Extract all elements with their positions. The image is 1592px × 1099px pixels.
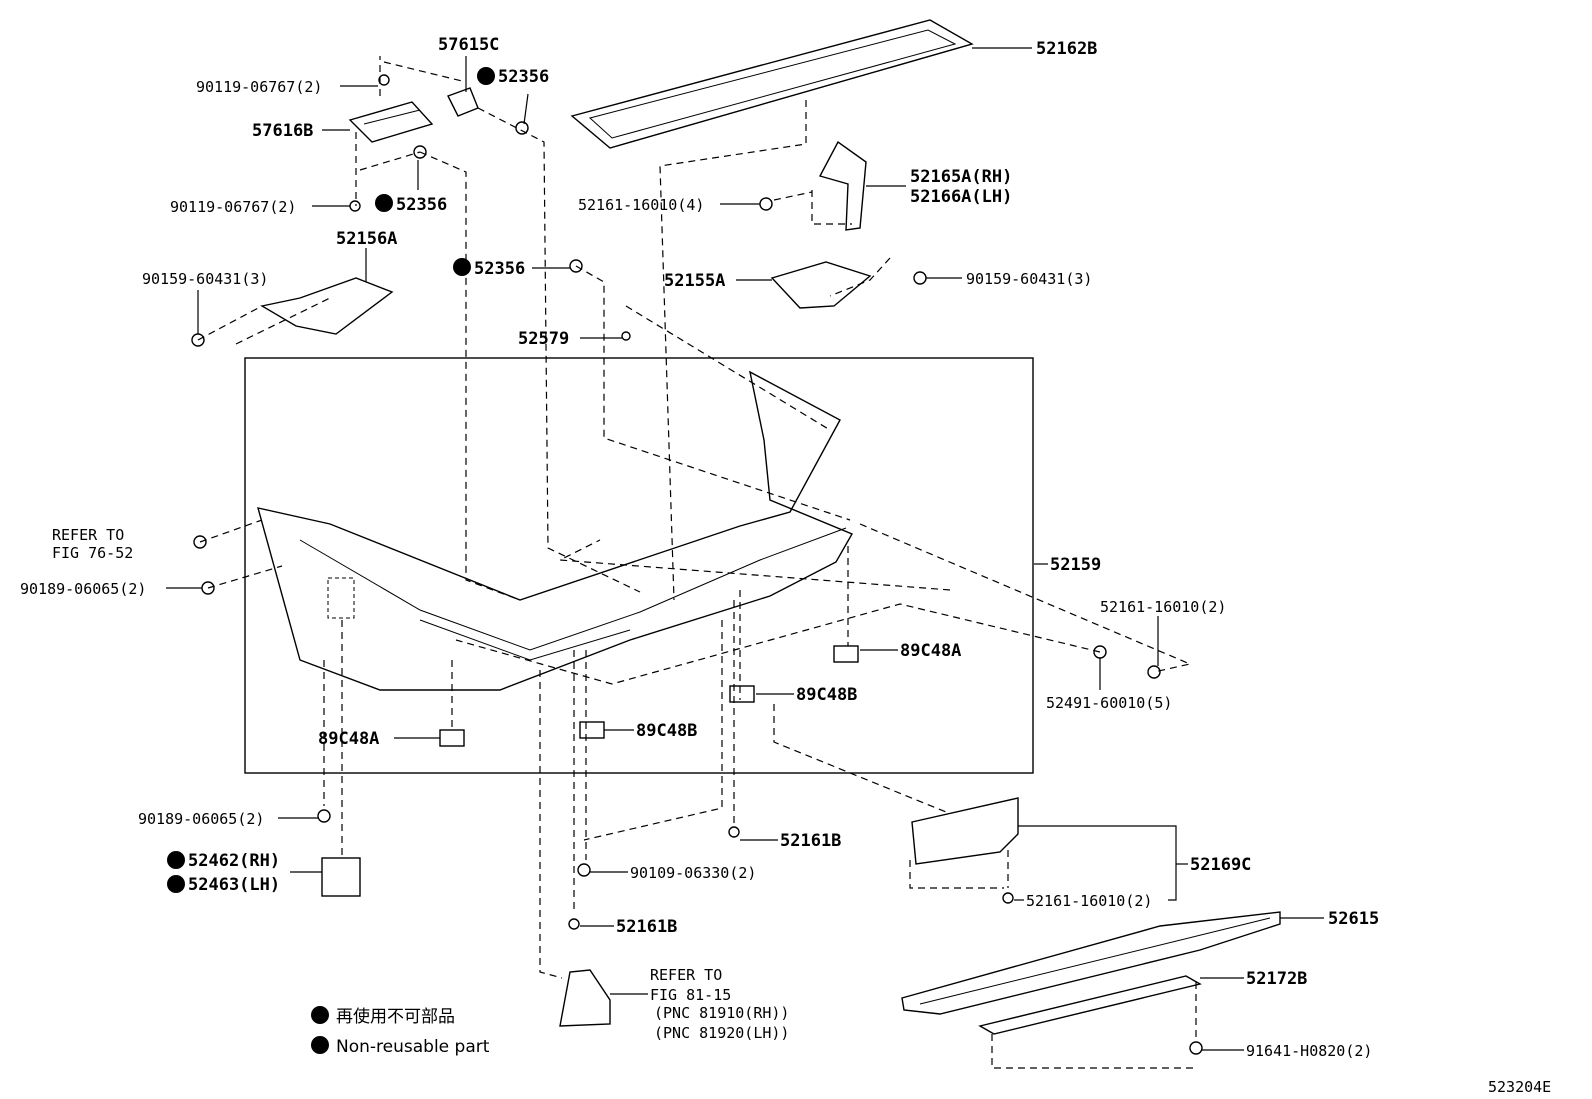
label-52161-b: 52161-16010(2): [1100, 598, 1226, 616]
label-52162B: 52162B: [1036, 39, 1097, 59]
label-52161B-a: 52161B: [780, 831, 841, 851]
label-52155A: 52155A: [664, 271, 725, 291]
label-52462: 52462(RH): [188, 851, 280, 871]
legend-non-reusable-jp: 再使用不可部品: [336, 1006, 455, 1027]
label-refer-fig76-line2: FIG 76-52: [52, 544, 133, 562]
label-52491: 52491-60010(5): [1046, 694, 1172, 712]
label-52165A: 52165A(RH): [910, 167, 1012, 187]
label-52166A: 52166A(LH): [910, 187, 1012, 207]
fasteners: [191, 74, 1203, 1055]
label-refer-fig76-line1: REFER TO: [52, 526, 124, 544]
label-57615C: 57615C: [438, 35, 499, 55]
reflector-52169C: [911, 797, 1019, 865]
reinforcement-52615: [901, 911, 1281, 1015]
label-52356-a: 52356: [498, 67, 549, 87]
bumper-cover-52159: [257, 370, 854, 691]
legend-non-reusable-en: Non-reusable part: [336, 1037, 490, 1057]
step-cover-52162B: [570, 19, 974, 149]
bumper-assembly-frame: [244, 357, 1034, 774]
side-cover-52165A: [818, 140, 867, 231]
label-pnc-rh: (PNC 81910(RH)): [654, 1004, 789, 1022]
label-pnc-lh: (PNC 81920(LH)): [654, 1024, 789, 1042]
clip-89C48A-right: [833, 645, 859, 663]
label-89C48A-left: 89C48A: [318, 729, 379, 749]
label-90159-a: 90159-60431(3): [142, 270, 268, 288]
label-90189-b: 90189-06065(2): [138, 810, 264, 828]
label-52615: 52615: [1328, 909, 1379, 929]
mud-guard: [559, 969, 611, 1027]
label-90189-a: 90189-06065(2): [20, 580, 146, 598]
label-52161B-b: 52161B: [616, 917, 677, 937]
label-91641: 91641-H0820(2): [1246, 1042, 1372, 1060]
label-52159: 52159: [1050, 555, 1101, 575]
label-89C48A-right: 89C48A: [900, 641, 961, 661]
label-90159-b: 90159-60431(3): [966, 270, 1092, 288]
leader-lines: [166, 47, 1324, 1051]
label-52356-b: 52356: [396, 195, 447, 215]
dashed-guides: [197, 56, 1197, 1069]
label-52356-c: 52356: [474, 259, 525, 279]
strip-52172B: [978, 975, 1202, 1035]
clip-89C48B-right: [729, 685, 755, 703]
label-52172B: 52172B: [1246, 969, 1307, 989]
label-89C48B-center: 89C48B: [636, 721, 697, 741]
bracket-52155A: [770, 261, 872, 309]
label-refer-fig81-line1: REFER TO: [650, 966, 722, 984]
label-90119-a: 90119-06767(2): [196, 78, 322, 96]
non-reusable-markers: [167, 67, 495, 1054]
label-refer-fig81-line2: FIG 81-15: [650, 986, 731, 1004]
figure-number: 523204E: [1488, 1078, 1551, 1096]
label-52156A: 52156A: [336, 229, 397, 249]
clip-89C48A-left: [439, 729, 465, 747]
bracket-52156A: [260, 248, 394, 335]
label-89C48B-right: 89C48B: [796, 685, 857, 705]
label-52463: 52463(LH): [188, 875, 280, 895]
bracket-57615C: [447, 56, 479, 117]
label-52161-a: 52161-16010(4): [578, 196, 704, 214]
label-52161-c: 52161-16010(2): [1026, 892, 1152, 910]
clip-89C48B-center: [579, 721, 605, 739]
retainer-52462: [321, 857, 361, 897]
label-90109: 90109-06330(2): [630, 864, 756, 882]
label-57616B: 57616B: [252, 121, 313, 141]
label-52579: 52579: [518, 329, 569, 349]
bracket-57616B: [348, 101, 434, 143]
label-52169C: 52169C: [1190, 855, 1251, 875]
label-90119-b: 90119-06767(2): [170, 198, 296, 216]
